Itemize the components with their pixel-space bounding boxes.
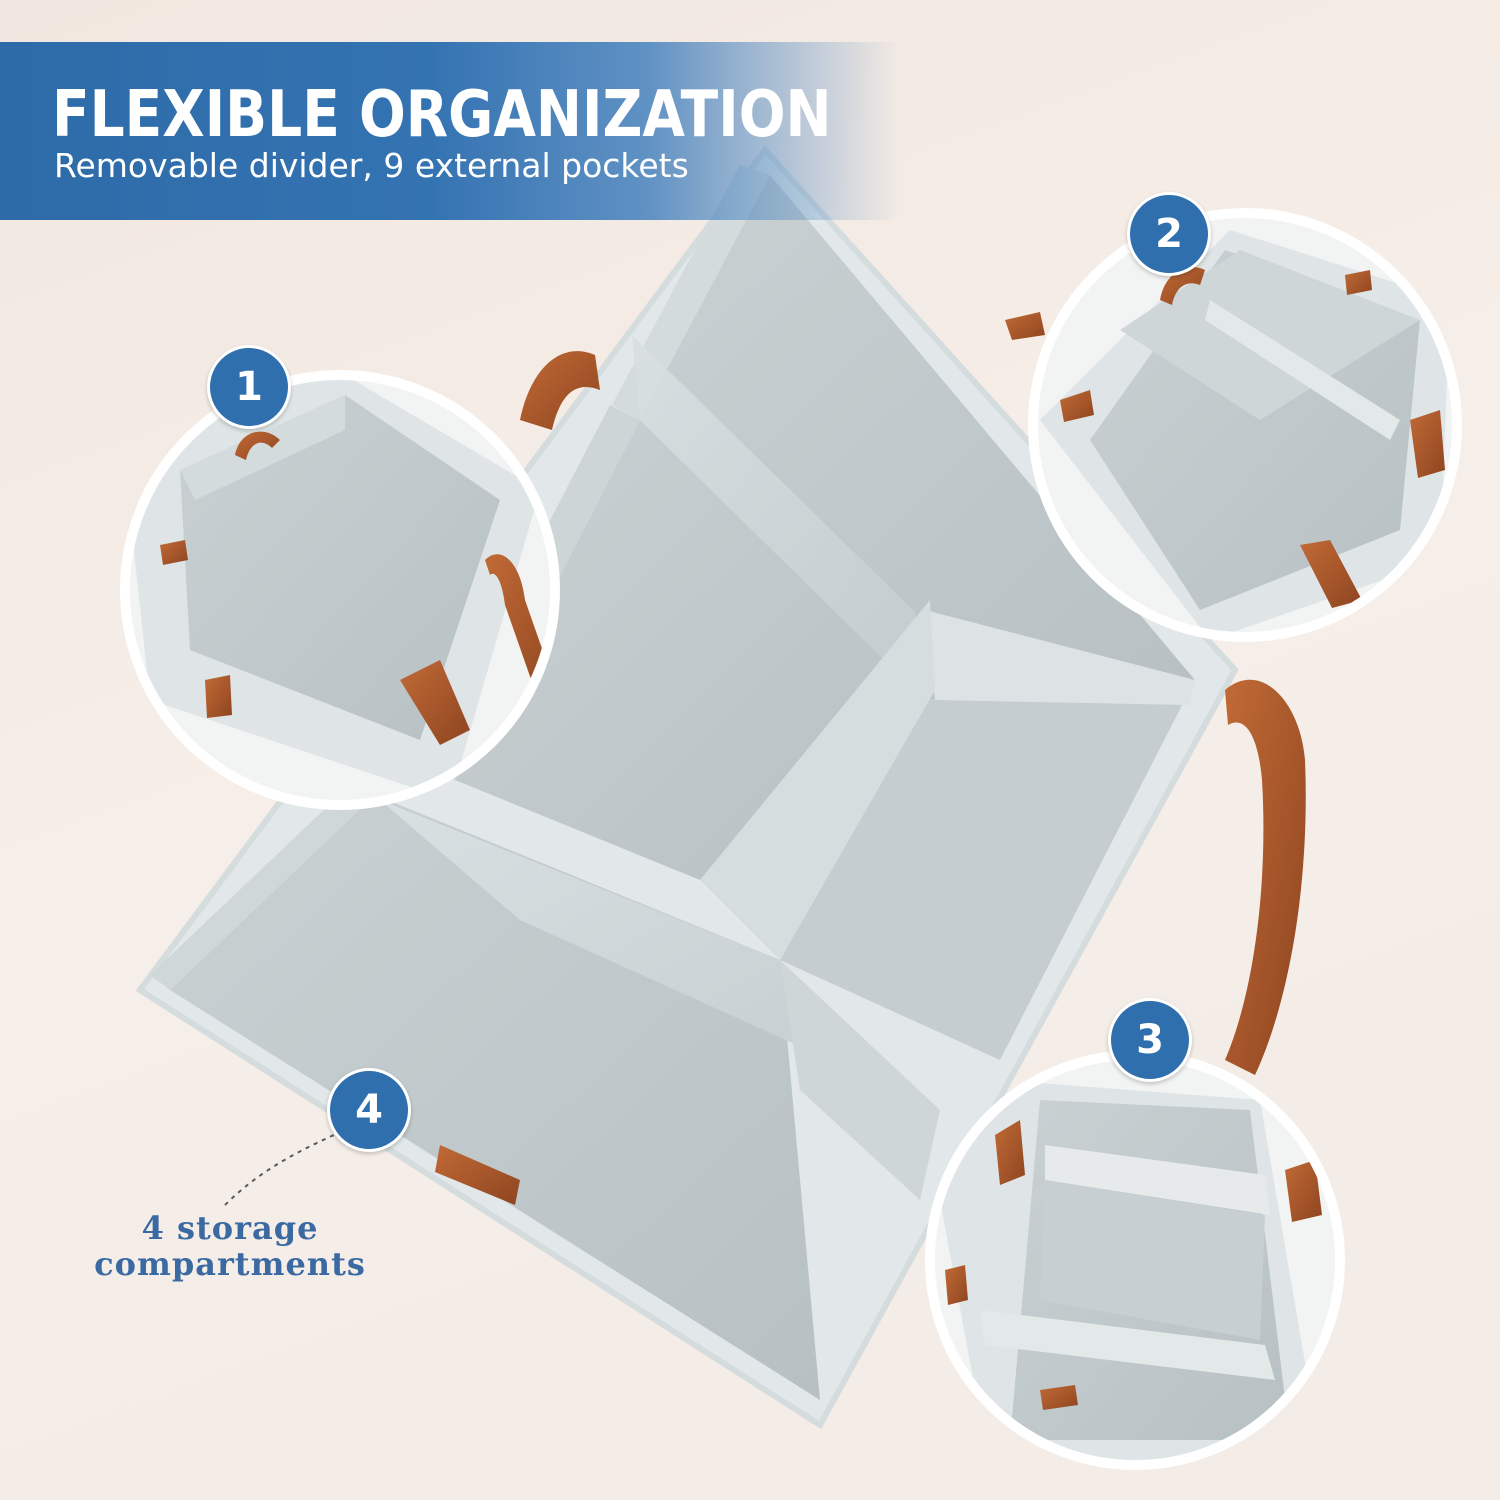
inset-3 [930,1055,1340,1465]
inset-2 [1033,213,1457,637]
badge-2: 2 [1127,192,1211,276]
handle-left [520,351,600,430]
badge-1: 1 [207,345,291,429]
caption-line-1: 4 storage [141,1209,319,1247]
header-banner [0,42,900,220]
handle-top [1005,312,1045,340]
inset-1 [125,375,555,805]
caption-pointer [224,1129,346,1206]
badge-3: 3 [1108,998,1192,1082]
banner-subtitle: Removable divider, 9 external pockets [54,146,689,185]
badge-4: 4 [327,1068,411,1152]
handle-right [1225,679,1306,1075]
handle-front [435,1145,520,1205]
banner-title: FLEXIBLE ORGANIZATION [52,78,832,152]
caption-line-2: compartments [94,1245,366,1283]
storage-caption: 4 storage compartments [80,1210,380,1282]
main-organizer [135,145,1239,1430]
